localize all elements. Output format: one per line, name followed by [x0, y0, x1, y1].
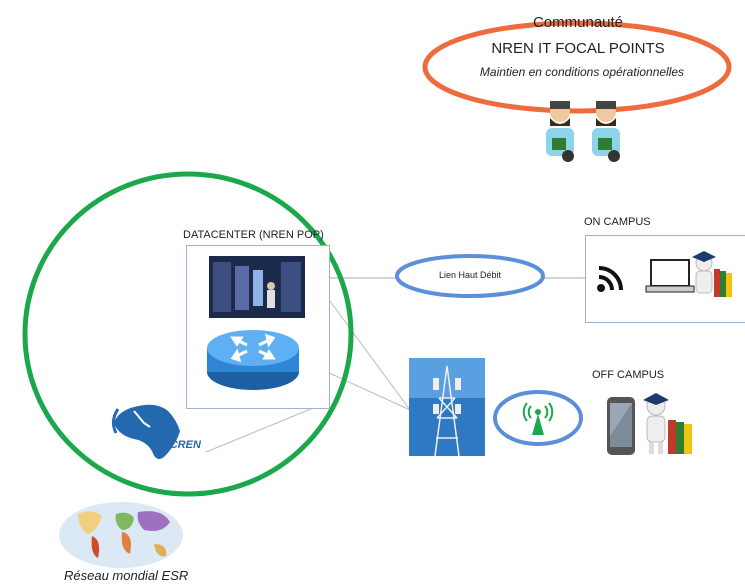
graduate-books-icon [643, 393, 692, 454]
laptop-icon [645, 259, 695, 293]
it-crew-person-icon [546, 101, 620, 162]
africa-map-icon [111, 404, 180, 459]
graduate-books-icon [692, 251, 732, 297]
link-line-wacren [205, 403, 324, 453]
link-line-tower-server [315, 281, 411, 411]
datacenter-label: DATACENTER (NREN POP) [183, 229, 324, 241]
cell-tower-icon [409, 358, 485, 456]
antenna-signal-icon [522, 402, 554, 435]
smartphone-icon [607, 397, 635, 455]
world-map-icon [59, 502, 183, 568]
community-subtitle: NREN IT FOCAL POINTS [491, 40, 665, 57]
wacren-logo-text: WACREN [152, 439, 201, 451]
link-label: Lien Haut Débit [438, 270, 502, 280]
community-caption: Maintien en conditions opérationnelles [479, 65, 685, 79]
community-title: Communauté [532, 14, 624, 31]
world-label: Réseau mondial ESR [64, 568, 189, 583]
on-campus-label: ON CAMPUS [584, 216, 651, 228]
link-ellipse [395, 254, 545, 298]
link-line-tower-router [313, 365, 411, 411]
router-icon [207, 330, 299, 390]
datacenter-circle [22, 171, 354, 497]
community-ellipse [422, 20, 732, 114]
wifi-icon [597, 266, 623, 292]
server-room-icon [209, 256, 305, 318]
off-campus-label: OFF CAMPUS [592, 369, 665, 381]
